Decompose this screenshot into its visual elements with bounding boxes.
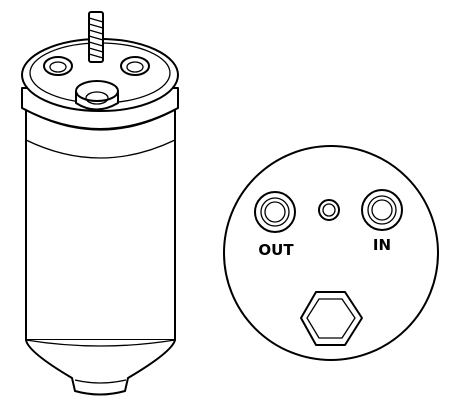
in-port bbox=[361, 189, 403, 231]
hex-nut-face bbox=[300, 291, 363, 346]
receiver-drier-top-view: OUT IN bbox=[223, 145, 439, 361]
out-port bbox=[254, 191, 296, 233]
receiver-drier-side-view bbox=[21, 11, 179, 396]
hex-nut-top bbox=[75, 80, 119, 111]
threaded-stud bbox=[88, 11, 104, 63]
in-port-label: IN bbox=[373, 236, 391, 254]
center-plug bbox=[318, 199, 340, 221]
top-port-left bbox=[43, 56, 73, 76]
canister-bottom-cone bbox=[25, 339, 176, 396]
out-port-label: OUT bbox=[258, 241, 294, 259]
canister-body bbox=[25, 109, 176, 341]
top-port-right bbox=[120, 56, 150, 76]
